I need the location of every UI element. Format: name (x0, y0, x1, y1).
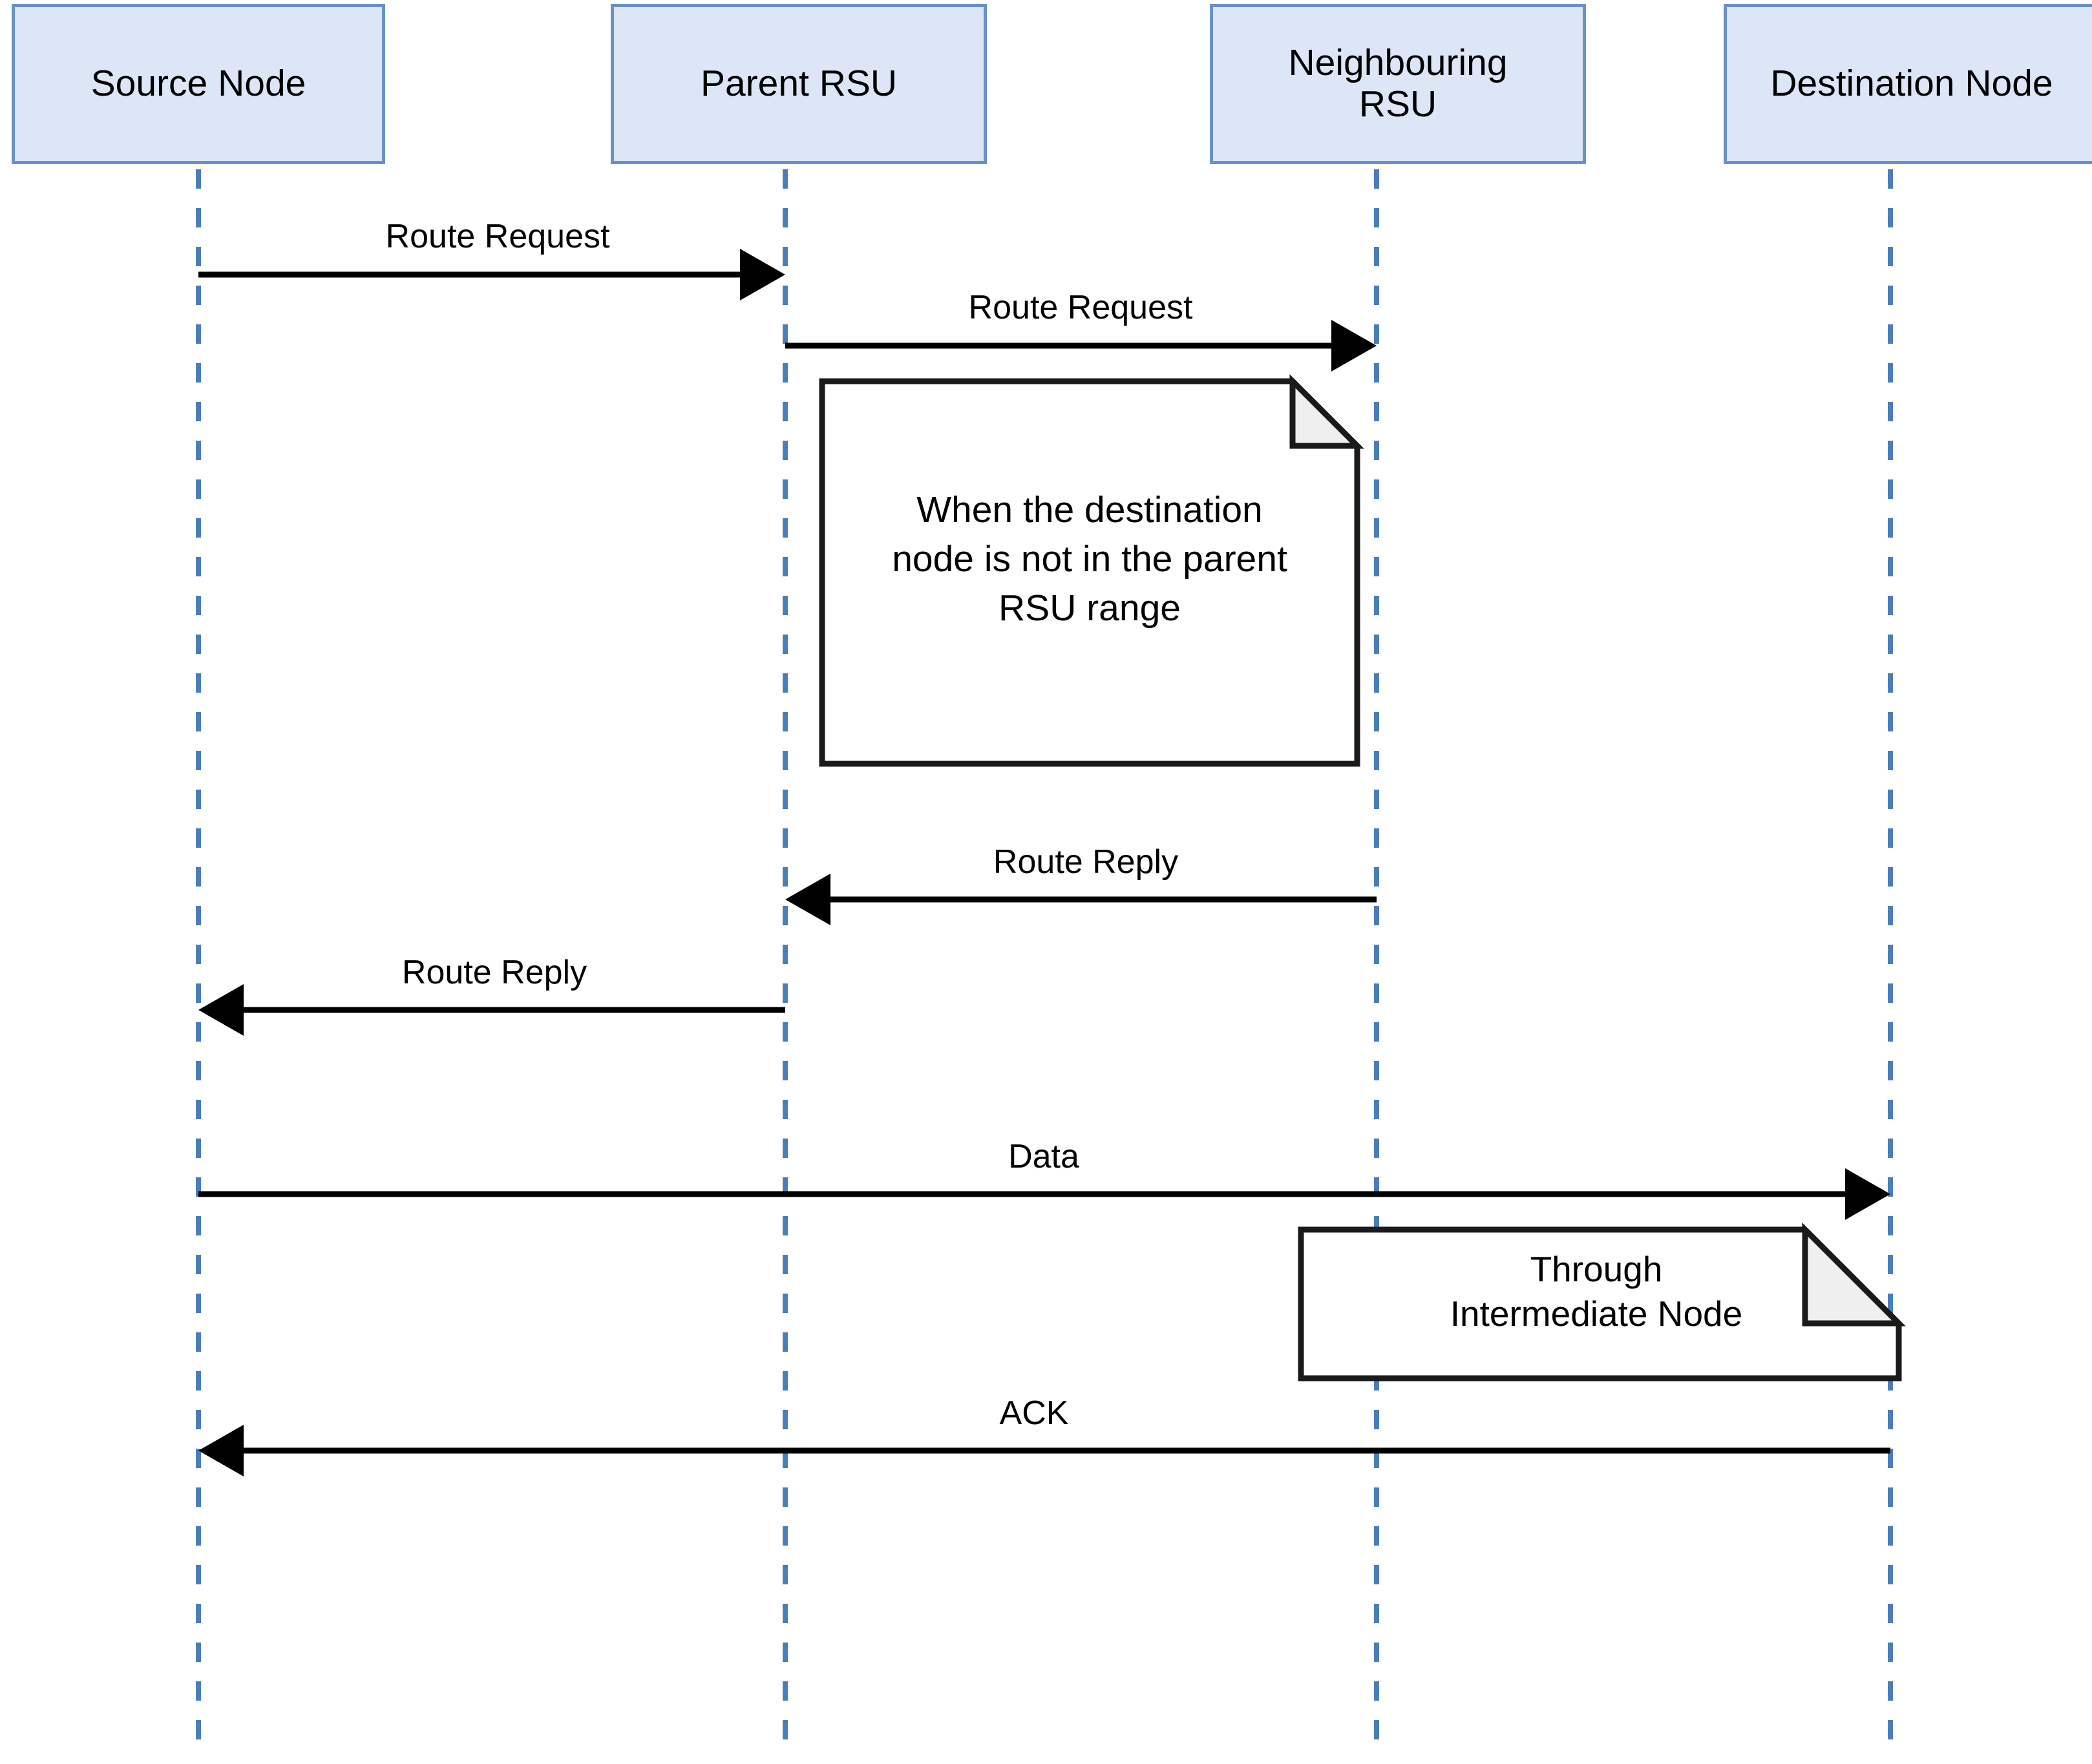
lifeline-group (196, 169, 1893, 1745)
note-text-2: Through Intermediate Node (1383, 1247, 1810, 1336)
participant-label-parent: Parent RSU (700, 63, 898, 105)
message-arrow-group (198, 249, 1890, 1476)
participant-box-source[interactable]: Source Node (12, 4, 385, 164)
message-arrow-ack (198, 1425, 1890, 1476)
participant-label-neighbour: Neighbouring RSU (1288, 42, 1508, 125)
note-shape-1 (819, 374, 1364, 767)
participant-label-neighbour-line1: Neighbouring (1288, 42, 1508, 84)
message-label-data: Data (1008, 1138, 1079, 1175)
message-label-route-request-2: Route Request (968, 289, 1193, 326)
participant-box-neighbour[interactable]: Neighbouring RSU (1210, 4, 1586, 164)
message-arrow-route-request-1 (198, 249, 785, 300)
participant-label-destination: Destination Node (1770, 63, 2053, 105)
message-label-route-reply-1: Route Reply (993, 843, 1179, 881)
message-label-route-request-1: Route Request (385, 218, 610, 255)
message-arrow-route-reply-1 (785, 874, 1377, 925)
note-text-1-line1: When the destination (916, 489, 1263, 530)
note-text-2-line1: Through (1530, 1249, 1663, 1289)
participant-label-neighbour-line2: RSU (1358, 83, 1437, 125)
message-arrow-route-request-2 (785, 320, 1377, 372)
note-shape-2 (1298, 1223, 1906, 1381)
note-text-1-line3: RSU range (998, 587, 1181, 629)
message-arrow-route-reply-2 (198, 984, 785, 1036)
participant-label-source: Source Node (90, 63, 306, 105)
note-text-1: When the destination node is not in the … (844, 486, 1335, 633)
note-text-2-line2: Intermediate Node (1450, 1293, 1743, 1334)
note-text-1-line2: node is not in the parent (892, 538, 1287, 580)
participant-box-destination[interactable]: Destination Node (1724, 4, 2092, 164)
participant-box-parent[interactable]: Parent RSU (611, 4, 987, 164)
message-label-route-reply-2: Route Reply (401, 954, 587, 991)
message-arrow-data (198, 1168, 1890, 1220)
message-label-ack: ACK (999, 1394, 1069, 1432)
